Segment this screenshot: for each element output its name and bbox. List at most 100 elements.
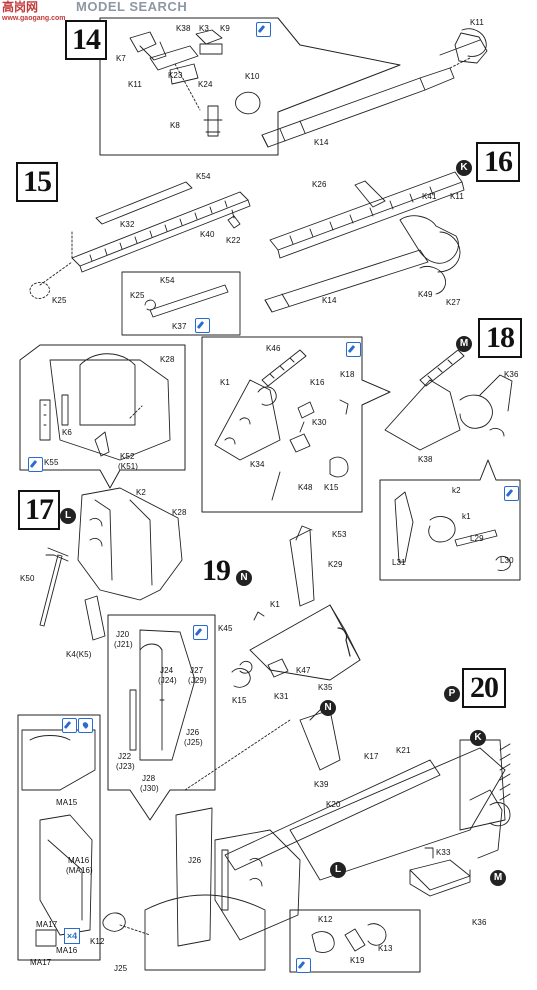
part-label: K35 [318, 683, 333, 692]
part-label: K26 [312, 180, 327, 189]
step-letter-20: P [444, 686, 460, 702]
part-label: K46 [266, 344, 281, 353]
part-label: K53 [332, 530, 347, 539]
step-17-detail-box [19, 344, 186, 489]
part-label: L30 [500, 556, 514, 565]
part-label: k1 [462, 512, 471, 521]
part-label: J25 [114, 964, 128, 973]
step-number-16: 16 [476, 142, 520, 182]
part-label: L31 [392, 558, 406, 567]
part-label: K14 [314, 138, 329, 147]
part-label: K15 [232, 696, 247, 705]
step-18-left-box [201, 336, 391, 513]
part-label: K25 [52, 296, 67, 305]
step-number-15: 15 [16, 162, 58, 202]
part-label: K1 [220, 378, 230, 387]
step-19-drawing [231, 525, 361, 688]
marker-k: K [470, 730, 486, 746]
part-label: MA17 [30, 958, 52, 967]
marker-m: M [490, 870, 506, 886]
part-label: K54 [196, 172, 211, 181]
part-label: K45 [218, 624, 233, 633]
glue-icon [504, 486, 519, 501]
part-label: K30 [312, 418, 327, 427]
part-label: (J30) [140, 784, 159, 793]
part-label: J26 [188, 856, 202, 865]
part-label: K28 [160, 355, 175, 364]
glue-icon [193, 625, 208, 640]
part-label: (J29) [188, 676, 207, 685]
part-label: K31 [274, 692, 289, 701]
step-number-19: 19 [202, 554, 231, 587]
step-16-drawing [264, 171, 465, 313]
part-label: K40 [200, 230, 215, 239]
part-label: K16 [310, 378, 325, 387]
part-label: K41 [422, 192, 437, 201]
step-number-14: 14 [65, 20, 107, 60]
step-17-drawing [39, 487, 183, 641]
glue-icon [62, 718, 77, 733]
step-letter-18: M [456, 336, 472, 352]
part-label: J26 [186, 728, 200, 737]
part-label: K1 [270, 600, 280, 609]
glue-icon [256, 22, 271, 37]
glue-icon [346, 342, 361, 357]
part-label: K50 [20, 574, 35, 583]
step-18-drawing [379, 349, 521, 581]
part-label: K2 [136, 488, 146, 497]
part-label: K11 [470, 18, 484, 27]
part-label: (J25) [184, 738, 203, 747]
part-label: K37 [172, 322, 187, 331]
part-label: K29 [328, 560, 343, 569]
part-label: K12 [90, 937, 105, 946]
part-label: K36 [504, 370, 519, 379]
part-label: K3 [199, 24, 209, 33]
part-label: K21 [396, 746, 411, 755]
part-label: J24 [160, 666, 174, 675]
quantity-badge: ×4 [64, 928, 80, 944]
part-label: MA17 [36, 920, 58, 929]
watermark-search: MODEL SEARCH [76, 0, 188, 14]
part-label: (MA16) [66, 866, 93, 875]
marker-n: N [320, 700, 336, 716]
part-label: K54 [160, 276, 175, 285]
part-label: MA16 [68, 856, 90, 865]
part-label: K39 [314, 780, 329, 789]
part-label: K19 [350, 956, 365, 965]
part-label: K32 [120, 220, 135, 229]
part-label: K17 [364, 752, 379, 761]
watermark-url: www.gaogang.com [2, 15, 66, 22]
step-letter-17: L [60, 508, 76, 524]
part-label: K9 [220, 24, 230, 33]
part-label: K20 [326, 800, 341, 809]
part-label: K27 [446, 298, 461, 307]
step-20-drawing [102, 705, 511, 973]
step-15-drawing [29, 181, 251, 336]
part-label: K11 [128, 80, 142, 89]
part-label: K23 [168, 71, 183, 80]
step-number-18: 18 [478, 318, 522, 358]
part-label: (J23) [116, 762, 135, 771]
part-label: K38 [418, 455, 433, 464]
part-label: K55 [44, 458, 59, 467]
part-label: MA15 [56, 798, 78, 807]
part-label: J22 [118, 752, 132, 761]
part-label: K38 [176, 24, 191, 33]
part-label: (K51) [118, 462, 139, 471]
part-label: MA16 [56, 946, 78, 955]
part-label: K36 [472, 918, 487, 927]
part-label: K28 [172, 508, 187, 517]
step-20-j-parts-box [107, 614, 216, 821]
part-label: J27 [190, 666, 204, 675]
step-14-drawing [99, 17, 488, 156]
part-label: (J21) [114, 640, 133, 649]
glue-icon [195, 318, 210, 333]
part-label: K24 [198, 80, 213, 89]
part-label: K47 [296, 666, 311, 675]
step-letter-16: K [456, 160, 472, 176]
part-label: K14 [322, 296, 337, 305]
part-label: k2 [452, 486, 461, 495]
drop-icon [78, 718, 93, 733]
